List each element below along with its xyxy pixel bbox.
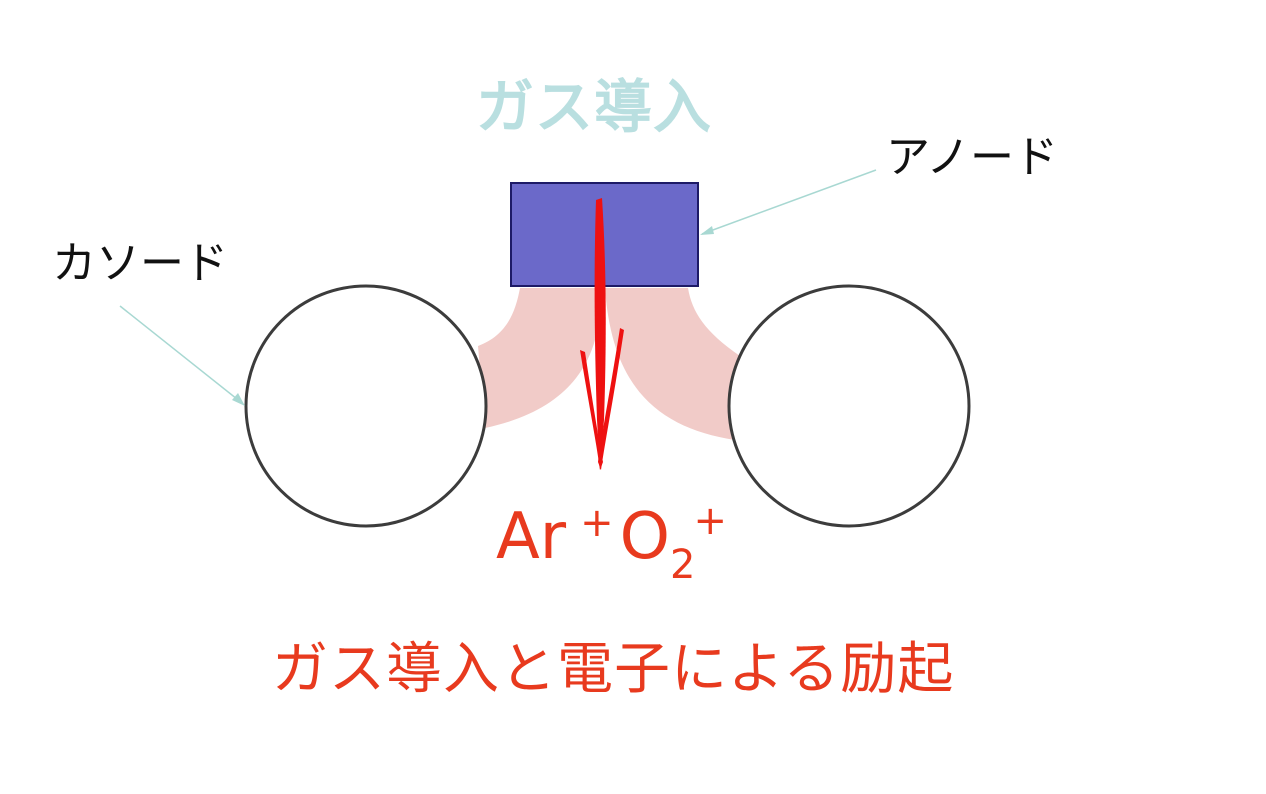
- ion-ar: Ar: [496, 500, 567, 574]
- gas-inlet-title: ガス導入: [476, 73, 713, 141]
- ion-ar-charge: +: [580, 500, 614, 546]
- plasma-glow-right: [605, 288, 740, 440]
- ion-o2-charge: +: [693, 498, 727, 544]
- diagram-caption: ガス導入と電子による励起: [272, 637, 955, 702]
- anode-leader-arrowhead: [700, 226, 714, 235]
- cathode-label: カソード: [52, 238, 228, 289]
- ion-o: O: [619, 500, 670, 574]
- plasma-glow-left: [478, 288, 601, 428]
- cathode-leader-line: [119, 305, 243, 404]
- anode-label: アノード: [886, 132, 1059, 183]
- ion-formula: Ar+O2+: [496, 501, 727, 585]
- cathode-circle-right: [727, 284, 971, 528]
- down-arrow-icon: [580, 198, 624, 470]
- anode-leader-line: [701, 169, 877, 235]
- ion-o-subscript: 2: [669, 542, 696, 588]
- cathode-leader-arrowhead: [232, 393, 245, 406]
- cathode-circle-left: [244, 284, 488, 528]
